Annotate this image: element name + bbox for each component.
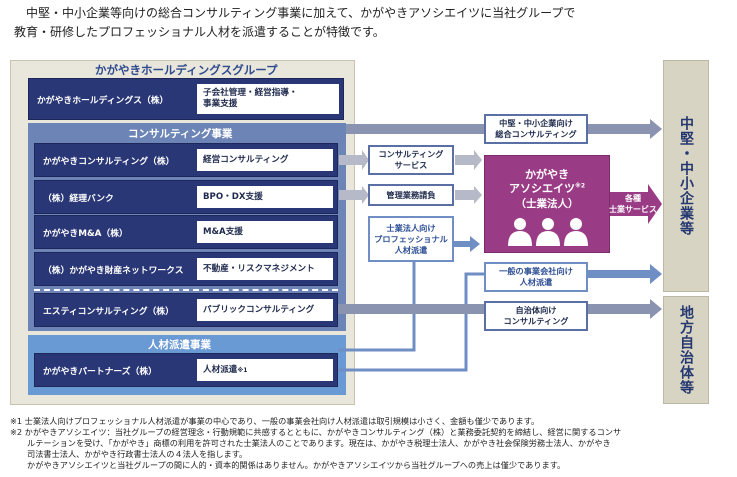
intro-text: 中堅・中小企業等向けの総合コンサルティング事業に加えて、かがやきアソシエイツに当…: [14, 4, 729, 42]
company-name: （株）経理バンク: [43, 193, 114, 204]
group-title: かがやきホールディングスグループ: [95, 63, 278, 77]
arrow-admin-contract: [339, 186, 369, 204]
company-service: 経営コンサルティング: [196, 148, 334, 172]
company-service: BPO・DX支援: [196, 185, 334, 209]
footnote-2-cont: かがやきアソシエイツと当社グループの間に人的・資本的関係はありません。かがやきア…: [27, 460, 566, 470]
kagayaki-associates: かがやき アソシエイツ※2 （士業法人）: [484, 155, 610, 253]
general-consulting-box: 中堅・中小企業向け 総合コンサルティング: [484, 114, 588, 144]
arrow-consulting-to-kagayaki: [455, 150, 482, 170]
company-name: かがやきパートナーズ（株）: [43, 366, 157, 377]
company-service: 人材派遣※1: [196, 358, 334, 382]
general-staffing-box: 一般の事業会社向け 人材派遣: [484, 262, 588, 292]
company-name: かがやきM&A（株）: [43, 228, 128, 239]
kagayaki-name-2-text: アソシエイツ: [508, 182, 575, 195]
company-service: M&A支援: [196, 220, 334, 244]
intro-line-2: 教育・研修したプロフェッショナル人材を派遣することが特徴です。: [14, 25, 385, 39]
note-mark-1: ※1: [237, 366, 248, 374]
company-name: （株）かがやき財産ネットワークス: [43, 265, 184, 276]
kagayaki-name-1: かがやき: [525, 168, 569, 181]
partners-service-text: 人材派遣: [203, 364, 238, 375]
arrow-consulting-service: [339, 150, 369, 170]
kagayaki-service-label: 各種 士業サービス: [609, 194, 657, 214]
intro-line-1: 中堅・中小企業等向けの総合コンサルティング事業に加えて、かがやきアソシエイツに当…: [26, 6, 576, 20]
company-service: 不動産・リスクマネジメント: [196, 257, 334, 281]
local-gov-consulting-box: 自治体向け コンサルティング: [484, 301, 588, 331]
footnotes: ※1 士業法人向けプロフェッショナル人材派遣が事業の中心であり、一般の事業会社向…: [10, 416, 730, 471]
note-mark-2: ※2: [574, 182, 585, 190]
target-sme-label: 中堅・中小企業等: [678, 116, 694, 236]
consulting-section-label: コンサルティング事業: [128, 128, 233, 140]
arrow-kagayaki-to-sme: [610, 184, 662, 224]
people-icon: [505, 216, 591, 246]
kagayaki-name-3: （士業法人）: [515, 198, 579, 210]
footnote-2-cont: ルテーションを受け、「かがやき」商標の利用を許可された士業法人のことであります。…: [27, 438, 611, 448]
section-divider: [34, 289, 338, 291]
line-staffing-general: [338, 272, 484, 372]
consulting-service-box: コンサルティング サービス: [368, 145, 454, 175]
admin-contract-box: 管理業務請負: [368, 184, 454, 206]
arrow-general-staffing: [588, 264, 662, 284]
target-sme: 中堅・中小企業等: [663, 60, 709, 292]
company-name: かがやきコンサルティング（株）: [43, 156, 175, 167]
company-name: エスティコンサルティング（株）: [43, 306, 174, 317]
footnote-1: ※1 士業法人向けプロフェッショナル人材派遣が事業の中心であり、一般の事業会社向…: [10, 416, 540, 426]
arrow-admin-to-kagayaki: [455, 186, 482, 204]
target-local-gov: 地方自治体等: [663, 296, 709, 404]
kagayaki-name-2: アソシエイツ※2: [485, 180, 609, 196]
target-local-gov-label: 地方自治体等: [678, 305, 694, 395]
footnote-2-cont: 司法書士法人、かがやき行政書士法人の４法人を指します。: [27, 449, 248, 459]
holdings-service: 子会社管理・経営指導・ 事業支援: [196, 83, 340, 115]
staffing-section-label: 人材派遣事業: [148, 339, 211, 351]
company-service: パブリックコンサルティング: [196, 298, 334, 322]
staffing-to-firms-box: 士業法人向け プロフェッショナル 人材派遣: [368, 216, 454, 262]
line-staffing-to-firms: [338, 262, 416, 352]
footnote-2: ※2 かがやきアソシエイツ：当社グループの経営理念・行動規範に共感するとともに、…: [10, 427, 622, 437]
holdings-name: かがやきホールディングス（株）: [37, 95, 169, 106]
